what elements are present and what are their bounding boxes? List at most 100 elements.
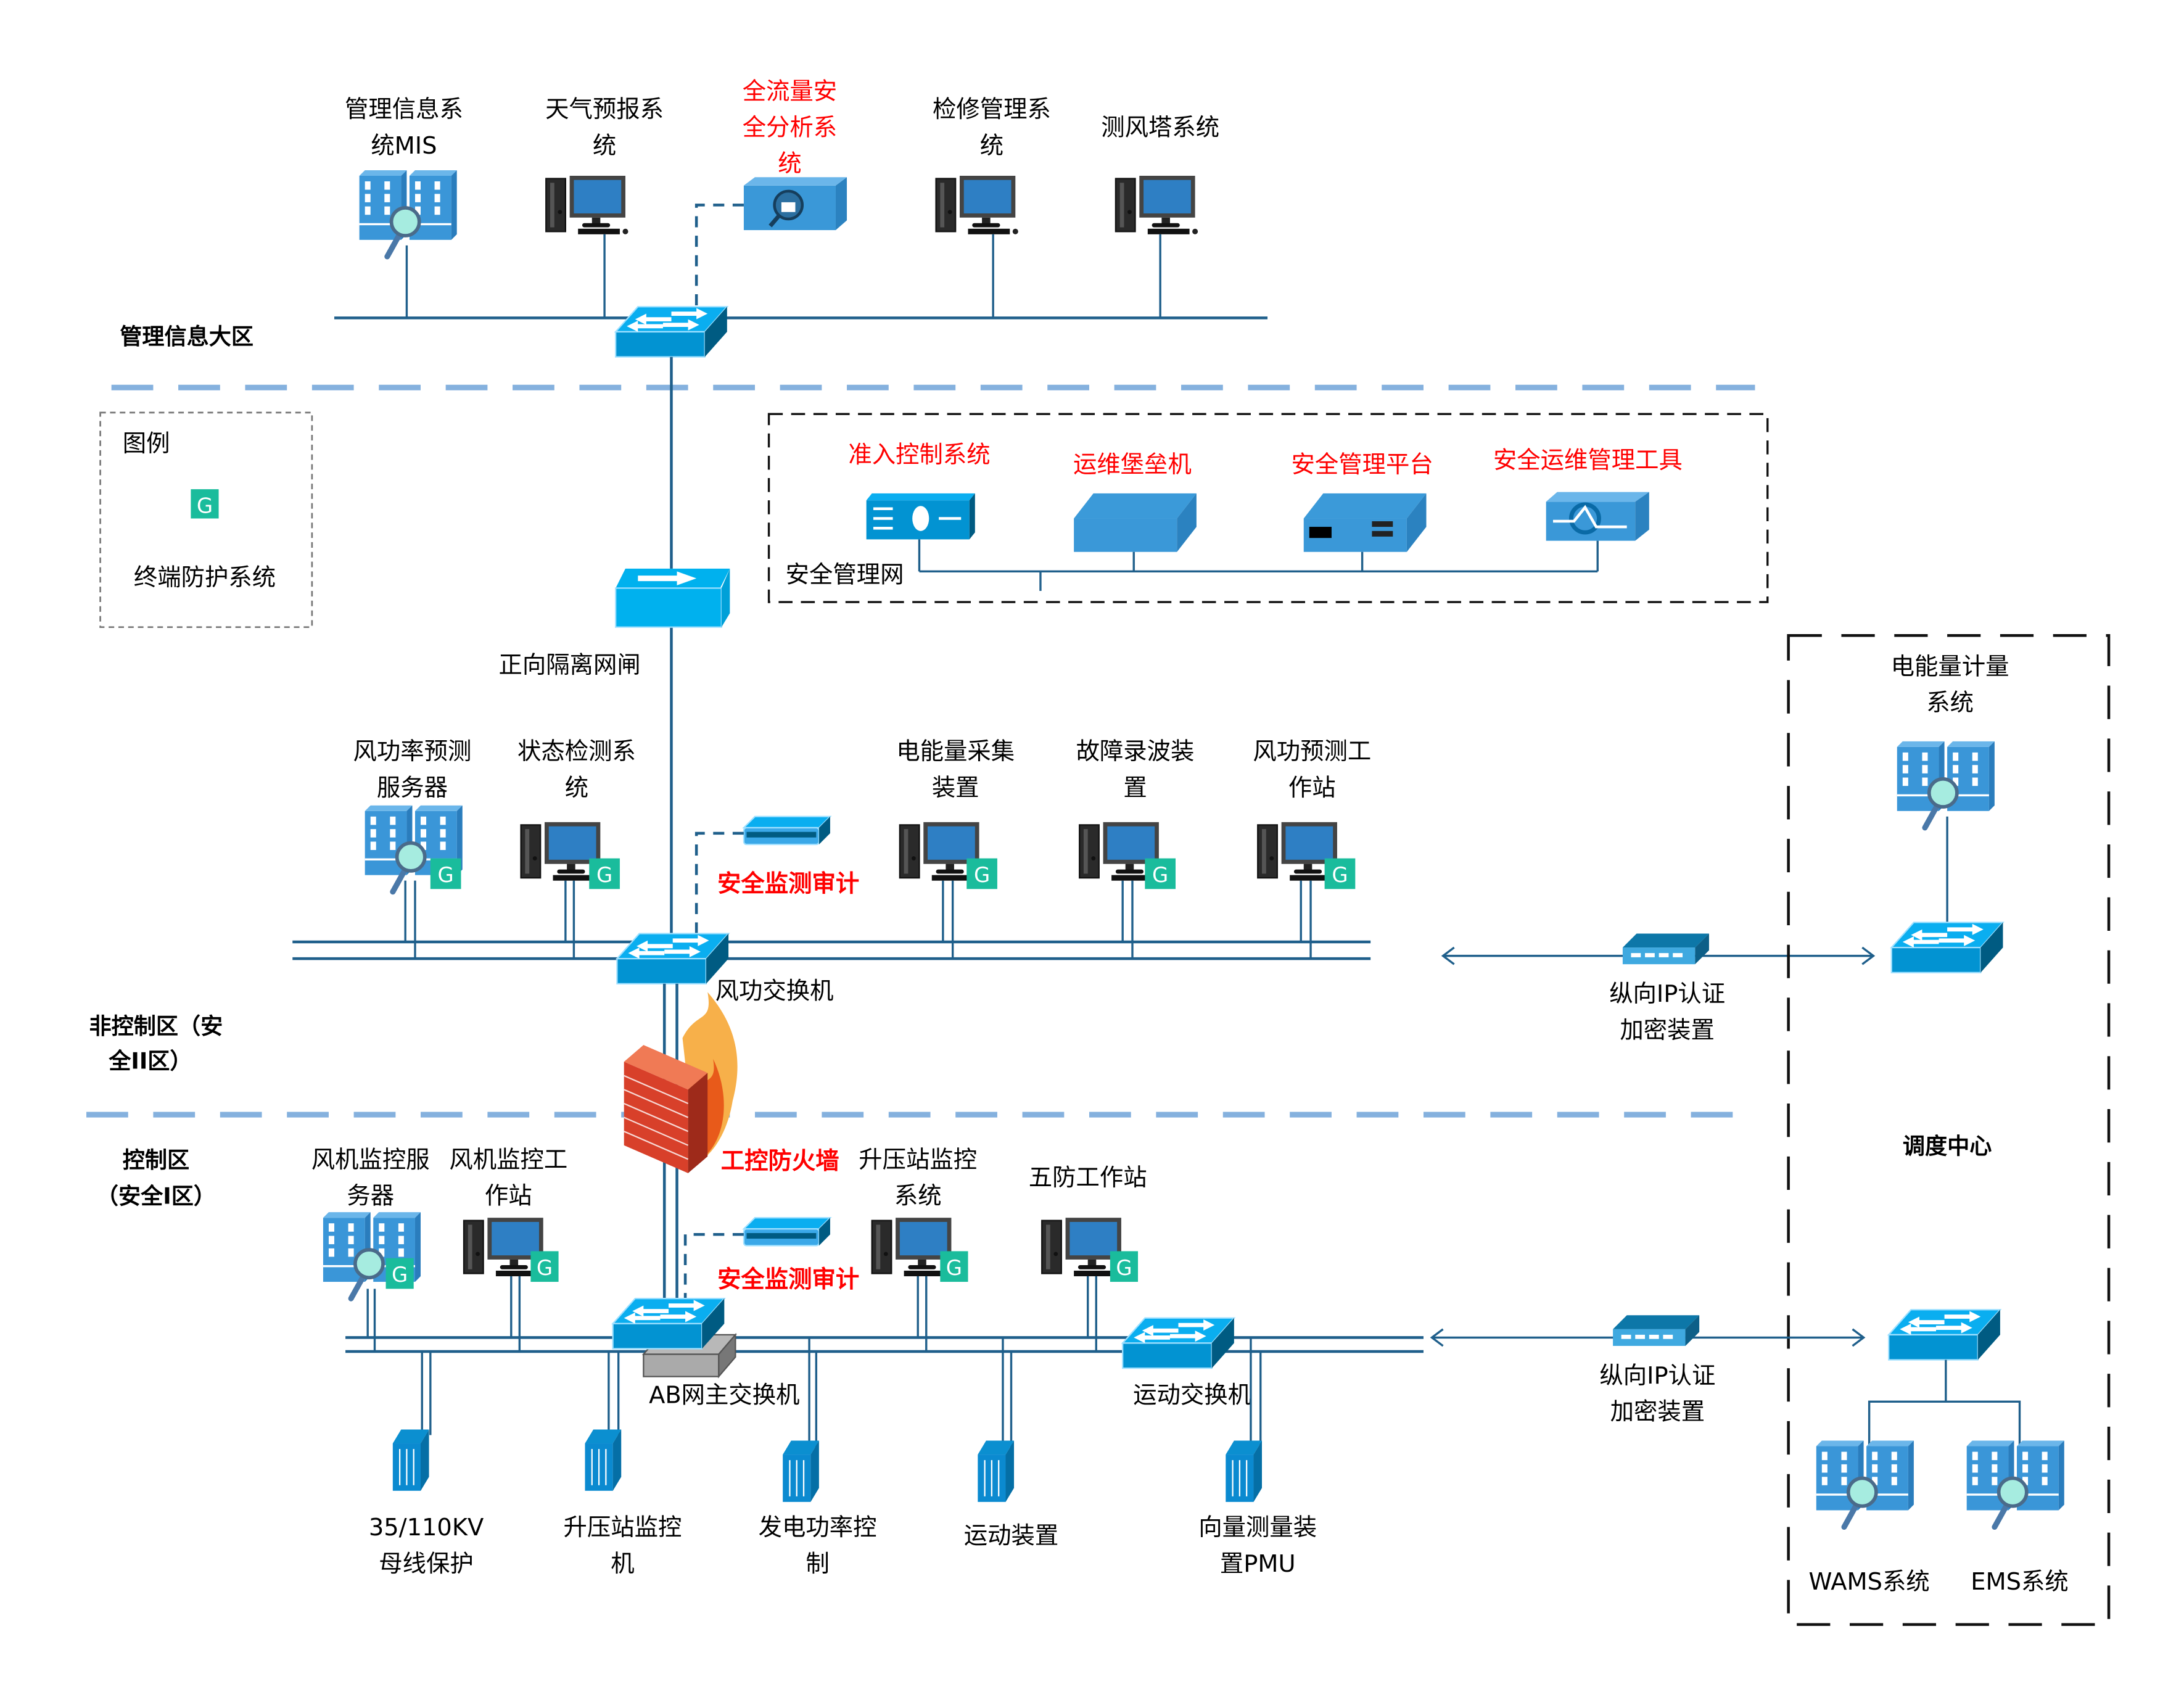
- svg-text:安全监测审计: 安全监测审计: [717, 1266, 859, 1294]
- svg-text:风功预测工: 风功预测工: [1253, 738, 1371, 765]
- wind-turbine-monitor-workstation[interactable]: 风机监控工 作站 G: [449, 1146, 567, 1351]
- booster-station-monitor-workstation[interactable]: 升压站监控 系统 G: [859, 1146, 977, 1351]
- workstation-icon: [1115, 175, 1199, 235]
- security-management-platform[interactable]: 安全管理平台: [1291, 451, 1433, 572]
- five-prevention-workstation[interactable]: 五防工作站 G: [1029, 1164, 1147, 1351]
- svg-text:加密装置: 加密装置: [1610, 1398, 1705, 1426]
- security-management-network: 安全管理网: [767, 413, 1769, 603]
- svg-text:务器: 务器: [347, 1182, 394, 1210]
- encryption-device-icon: [1613, 1315, 1700, 1346]
- wind-power-switch[interactable]: 风功交换机: [616, 933, 834, 1005]
- management-switch[interactable]: [615, 306, 728, 358]
- svg-text:风机监控工: 风机监控工: [449, 1146, 567, 1174]
- svg-text:服务器: 服务器: [377, 774, 448, 802]
- svg-text:系统: 系统: [1926, 689, 1974, 717]
- status-monitoring-workstation[interactable]: 状态检测系 统 G: [517, 738, 636, 959]
- wind-turbine-monitor-server[interactable]: 风机监控服 务器 G: [311, 1146, 430, 1351]
- field-device-telecontrol[interactable]: 运动装置: [964, 1337, 1059, 1550]
- svg-text:置PMU: 置PMU: [1220, 1550, 1296, 1578]
- g-badge-icon: [966, 858, 997, 889]
- access-control-system[interactable]: 准入控制系统: [848, 441, 991, 572]
- wind-power-forecast-server[interactable]: 风功率预测 服务器 G: [353, 738, 472, 959]
- svg-text:升压站监控: 升压站监控: [564, 1514, 682, 1541]
- svg-text:风功率预测: 风功率预测: [353, 738, 472, 765]
- g-badge-icon: [385, 1258, 414, 1289]
- svg-text:作站: 作站: [485, 1182, 532, 1210]
- svg-text:WAMS系统: WAMS系统: [1808, 1568, 1929, 1596]
- dispatch-center-box: [1787, 633, 2111, 1626]
- svg-text:统: 统: [593, 132, 616, 160]
- field-device-power-control[interactable]: 发电功率控 制: [759, 1337, 877, 1578]
- security-audit-noncontrol[interactable]: 安全监测审计: [694, 815, 859, 943]
- server-icon: [1816, 1441, 1914, 1527]
- zone-label-control-2: （安全I区）: [96, 1183, 216, 1210]
- dispatch-center-label: 调度中心: [1903, 1133, 1992, 1159]
- g-badge-icon: [940, 1251, 968, 1282]
- vertical-encryption-lower[interactable]: 纵向IP认证 加密装置: [1430, 1315, 1866, 1426]
- ab-network-main-switch[interactable]: AB网主交换机: [612, 1298, 800, 1409]
- encryption-device-icon: [1622, 933, 1709, 965]
- energy-collection-workstation[interactable]: 电能量采集 装置 G: [896, 738, 1015, 959]
- bastion-host[interactable]: 运维堡垒机: [1073, 451, 1197, 572]
- svg-text:安全管理平台: 安全管理平台: [1291, 451, 1433, 479]
- industrial-firewall[interactable]: 工控防火墙: [624, 992, 839, 1175]
- vertical-encryption-upper[interactable]: 纵向IP认证 加密装置: [1441, 933, 1876, 1044]
- zone-label-management: 管理信息大区: [120, 323, 253, 350]
- svg-text:安全运维管理工具: 安全运维管理工具: [1493, 447, 1683, 474]
- svg-text:运动装置: 运动装置: [964, 1522, 1059, 1550]
- weather-forecast-workstation[interactable]: 天气预报系 统: [545, 96, 664, 318]
- server-icon: [360, 170, 457, 257]
- zone-label-noncontrol-1: 非控制区（安: [89, 1013, 223, 1039]
- g-badge-icon: [1145, 858, 1176, 889]
- svg-text:风机监控服: 风机监控服: [311, 1146, 430, 1174]
- traffic-analysis-system[interactable]: 全流量安 全分析系 统: [694, 78, 847, 310]
- wams-system[interactable]: WAMS系统: [1808, 1441, 1930, 1596]
- wind-tower-workstation[interactable]: 测风塔系统: [1101, 113, 1219, 318]
- firewall-icon: [624, 992, 738, 1173]
- svg-text:G: G: [1116, 1256, 1132, 1280]
- field-device-icon: [392, 1429, 430, 1492]
- audit-appliance-icon: [743, 815, 831, 846]
- svg-text:状态检测系: 状态检测系: [517, 738, 636, 765]
- telecontrol-switch[interactable]: 运动交换机: [1122, 1317, 1251, 1409]
- security-audit-control[interactable]: 安全监测审计: [683, 1217, 859, 1299]
- switch-icon: [616, 933, 730, 984]
- svg-text:系统: 系统: [894, 1182, 942, 1210]
- svg-text:AB网主交换机: AB网主交换机: [649, 1382, 799, 1409]
- svg-text:风功交换机: 风功交换机: [715, 978, 834, 1005]
- svg-text:装置: 装置: [932, 774, 979, 802]
- svg-text:升压站监控: 升压站监控: [859, 1146, 977, 1174]
- security-ops-tool[interactable]: 安全运维管理工具: [1493, 447, 1683, 572]
- wind-forecast-workstation[interactable]: 风功预测工 作站 G: [1253, 738, 1371, 959]
- forward-isolation-gatekeeper[interactable]: 正向隔离网闸: [499, 568, 730, 679]
- field-device-booster-monitor[interactable]: 升压站监控 机: [564, 1351, 682, 1578]
- svg-text:统: 统: [778, 150, 801, 178]
- mis-server[interactable]: 管理信息系 统MIS: [345, 96, 463, 318]
- access-control-icon: [866, 493, 975, 540]
- energy-metering-system[interactable]: 电能量计量 系统: [1891, 653, 2009, 925]
- dispatch-switch-upper[interactable]: [1890, 922, 2004, 973]
- zone-label-noncontrol-2: 全II区）: [108, 1048, 192, 1075]
- svg-text:35/110KV: 35/110KV: [369, 1514, 484, 1541]
- fault-recorder-workstation[interactable]: 故障录波装 置 G: [1076, 738, 1195, 959]
- svg-text:纵向IP认证: 纵向IP认证: [1599, 1362, 1715, 1390]
- maintenance-management-workstation[interactable]: 检修管理系 统: [933, 96, 1051, 318]
- field-device-pmu[interactable]: 向量测量装 置PMU: [1198, 1337, 1317, 1578]
- g-badge-icon: [530, 1251, 559, 1282]
- g-badge-icon: [430, 858, 461, 889]
- server-icon: [1967, 1441, 2064, 1527]
- svg-text:G: G: [438, 863, 454, 887]
- server-icon: [1897, 741, 1995, 828]
- workstation-icon: [935, 175, 1019, 235]
- ems-system[interactable]: EMS系统: [1967, 1441, 2069, 1596]
- svg-text:G: G: [946, 1256, 962, 1280]
- ops-tool-icon: [1546, 492, 1649, 541]
- field-device-busbar-protection[interactable]: 35/110KV 母线保护: [369, 1351, 484, 1578]
- dispatch-switch-lower[interactable]: [1888, 1309, 2001, 1361]
- svg-text:母线保护: 母线保护: [379, 1550, 474, 1578]
- legend-box: 图例 G 终端防护系统: [99, 411, 313, 629]
- bastion-host-icon: [1074, 493, 1197, 552]
- field-device-icon: [977, 1440, 1015, 1503]
